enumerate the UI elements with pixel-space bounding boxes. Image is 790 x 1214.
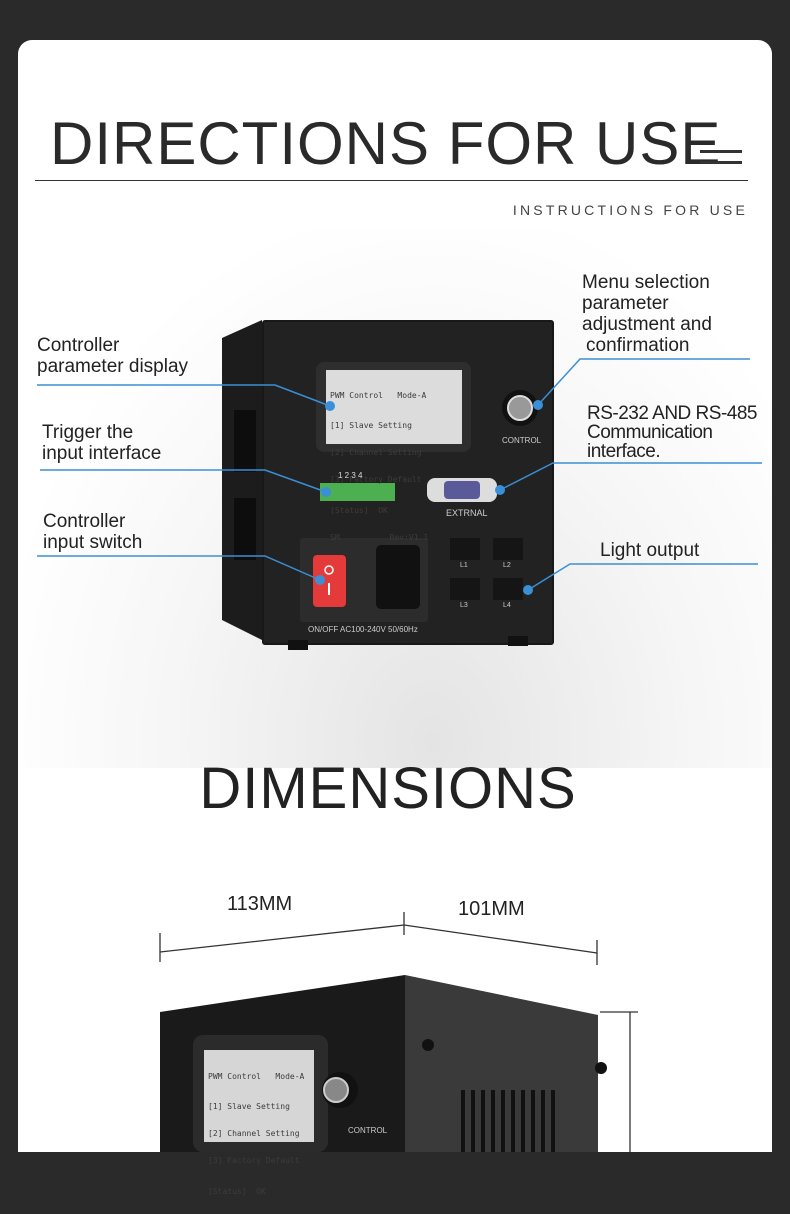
light-output-ports — [450, 538, 523, 600]
callout-text: Controller — [37, 335, 120, 356]
lcd-line: [3] Factory Default — [330, 475, 422, 484]
callout-light: Light output — [600, 540, 700, 561]
lcd-screen — [326, 370, 462, 444]
lcd-line: [Status] OK — [330, 506, 388, 515]
callout-text: Controller — [43, 511, 126, 532]
lcd-line: [3] Factory Default — [208, 1156, 300, 1165]
subtitle: INSTRUCTIONS FOR USE — [512, 202, 748, 218]
lcd-line: PWM Control Mode-A — [330, 391, 427, 400]
callout-text: confirmation — [586, 335, 690, 356]
power-label: ON/OFF AC100-240V 50/60Hz — [308, 625, 418, 634]
output-label: L4 — [503, 602, 511, 609]
port-label: EXTRNAL — [446, 508, 488, 518]
product-card: DIRECTIONS FOR USE INSTRUCTIONS FOR USE — [18, 40, 772, 1196]
callout-text: Trigger the — [42, 422, 134, 443]
power-switch[interactable] — [313, 555, 346, 607]
callout-text: parameter display — [37, 356, 189, 377]
callout-text: RS-232 AND RS-485 — [587, 403, 757, 424]
callout-text: input interface — [42, 443, 162, 464]
lcd-text: PWM Control Mode-A [1] Slave Setting [2]… — [330, 373, 428, 560]
device-front-view — [160, 975, 607, 1152]
db9-port — [427, 478, 497, 502]
controller-device — [222, 320, 554, 650]
lcd-line: [1] Slave Setting — [208, 1102, 290, 1111]
callout-text: Communication — [587, 422, 713, 443]
callout-lines — [37, 358, 762, 591]
page-title: DIRECTIONS FOR USE — [50, 110, 722, 177]
depth-dimension: 101MM — [458, 898, 525, 920]
callout-text: parameter — [582, 293, 669, 314]
callout-text: interface. — [587, 441, 661, 462]
knob-label-dim: CONTROL — [348, 1126, 388, 1135]
trigger-terminal — [320, 483, 395, 501]
terminal-labels: 1 2 3 4 — [338, 471, 363, 480]
lcd-text-dim: PWM Control Mode-A [1] Slave Setting [2]… — [208, 1054, 304, 1214]
iec-socket — [376, 545, 420, 609]
knob-label: CONTROL — [502, 436, 542, 445]
menu-icon — [700, 150, 742, 164]
lcd-line: SM — [330, 533, 340, 542]
vent-slots — [461, 1090, 555, 1152]
callout-text: input switch — [43, 532, 143, 553]
lcd-line: Rev:V1.1 — [389, 533, 429, 542]
lcd-line: PWM Control Mode-A — [208, 1072, 305, 1081]
lcd-line: [1] Slave Setting — [330, 421, 412, 430]
output-label: L1 — [460, 562, 468, 569]
dimension-lines — [159, 912, 638, 1152]
callout-dots — [315, 400, 543, 595]
lcd-line: [2] Channel Setting — [208, 1129, 300, 1138]
title-divider — [35, 180, 748, 181]
output-label: L3 — [460, 602, 468, 609]
lcd-line: [Status] OK — [208, 1187, 266, 1196]
callout-text: Menu selection — [582, 272, 710, 293]
width-dimension: 113MM — [227, 893, 293, 915]
illustration — [35, 150, 762, 1152]
callout-text: adjustment and — [582, 314, 712, 335]
side-vent — [234, 410, 256, 560]
dimensions-title: DIMENSIONS — [199, 756, 577, 821]
output-label: L2 — [503, 562, 511, 569]
lcd-line: [2] Channel Setting — [330, 448, 422, 457]
